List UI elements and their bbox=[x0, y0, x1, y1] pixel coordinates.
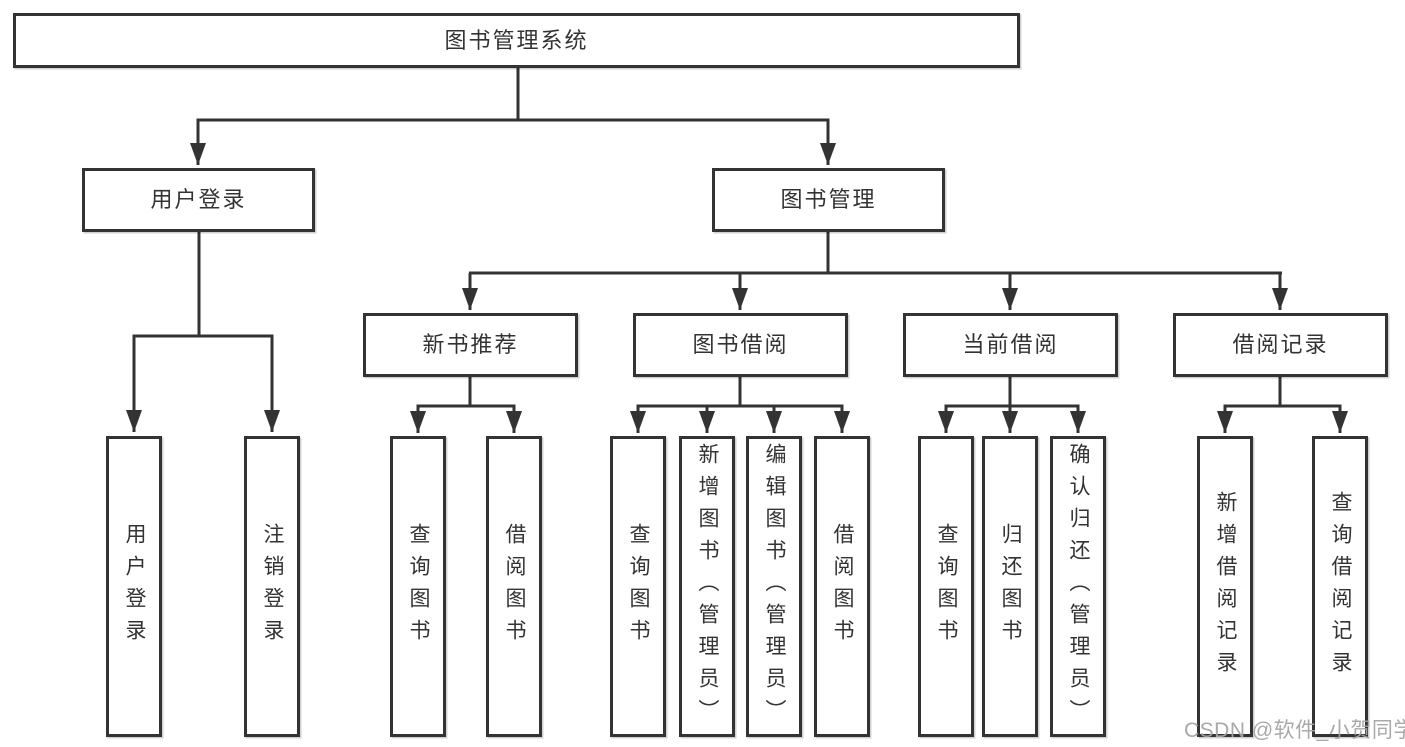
node-current-borrowing: 当前借阅 bbox=[903, 313, 1118, 377]
node-book-borrowing: 图书借阅 bbox=[633, 313, 848, 377]
node-user-login-group: 用户登录 bbox=[82, 168, 315, 232]
leaf-user-login: 用户登录 bbox=[106, 436, 162, 737]
leaf-add-borrow-record: 新增借阅记录 bbox=[1197, 436, 1253, 737]
node-book-management: 图书管理 bbox=[712, 168, 945, 232]
leaf-confirm-return-admin: 确认归还（管理员） bbox=[1050, 436, 1106, 737]
leaf-query-borrow-record: 查询借阅记录 bbox=[1312, 436, 1368, 737]
leaf-borrow-books-recommend: 借阅图书 bbox=[486, 436, 542, 737]
leaf-query-books-borrowing: 查询图书 bbox=[610, 436, 666, 737]
csdn-watermark: CSDN @软件_小贺同学 bbox=[1184, 719, 1405, 742]
node-library-management-system: 图书管理系统 bbox=[13, 13, 1020, 68]
leaf-return-book: 归还图书 bbox=[982, 436, 1038, 737]
leaf-logout: 注销登录 bbox=[244, 436, 300, 737]
node-borrowing-records: 借阅记录 bbox=[1173, 313, 1388, 377]
leaf-query-books-current: 查询图书 bbox=[918, 436, 974, 737]
leaf-edit-book-admin: 编辑图书（管理员） bbox=[746, 436, 802, 737]
leaf-add-book-admin: 新增图书（管理员） bbox=[679, 436, 735, 737]
leaf-borrow-books: 借阅图书 bbox=[814, 436, 870, 737]
node-new-book-recommendation: 新书推荐 bbox=[363, 313, 578, 377]
leaf-query-books-recommend: 查询图书 bbox=[390, 436, 446, 737]
